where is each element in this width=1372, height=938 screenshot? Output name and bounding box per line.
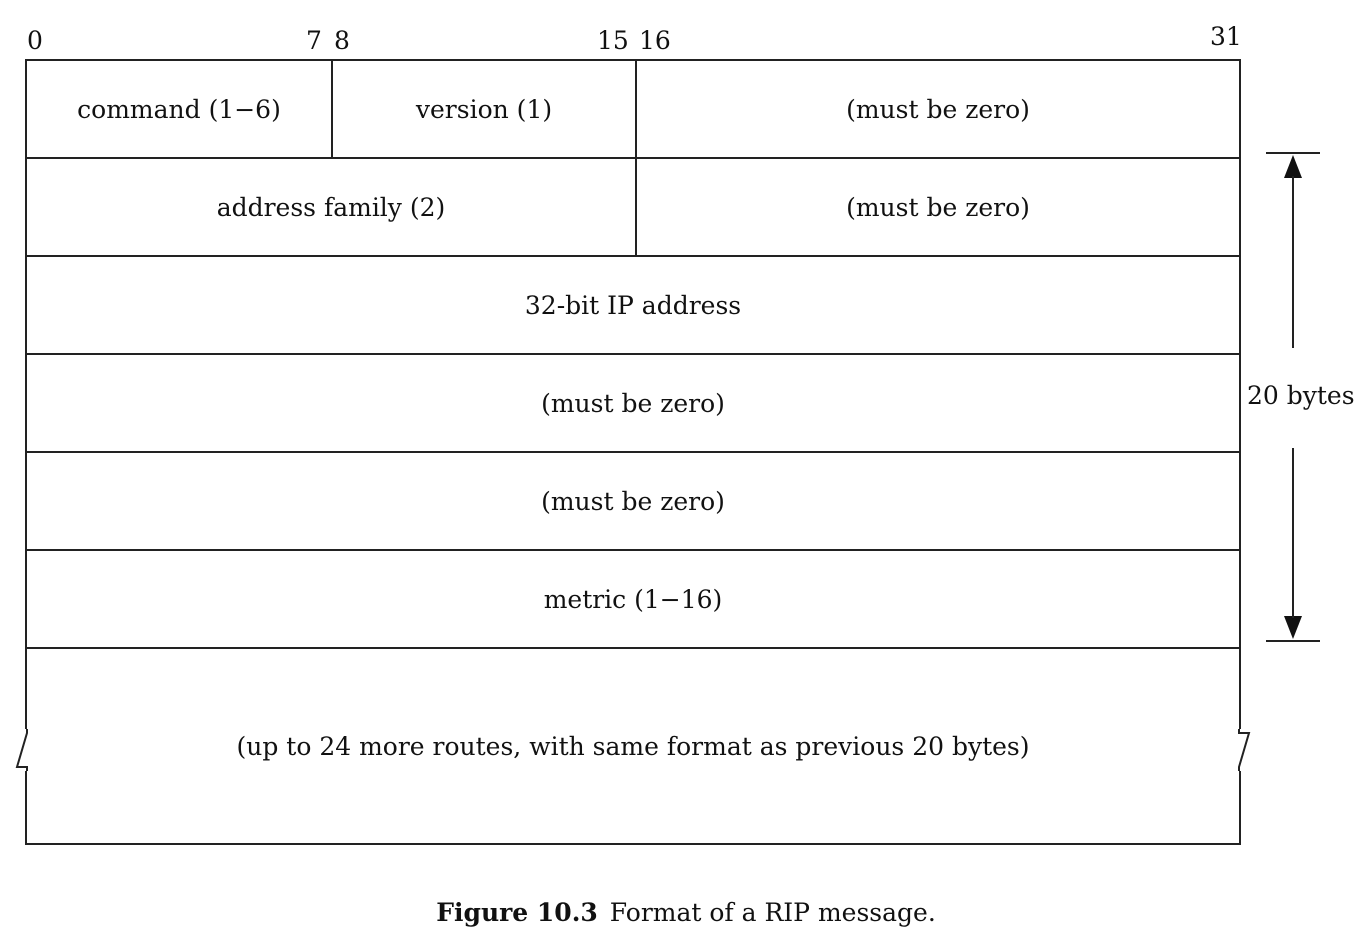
field-metric: metric (1−16) xyxy=(543,584,723,614)
field-version: version (1) xyxy=(331,61,635,157)
row-zero-a: (must be zero) xyxy=(25,353,1241,451)
dimension-arrow xyxy=(1266,152,1320,642)
field-ip-address: 32-bit IP address xyxy=(524,290,742,320)
row-header: command (1−6) version (1) (must be zero) xyxy=(25,59,1241,157)
row-metric: metric (1−16) xyxy=(25,549,1241,647)
row-ip-address: 32-bit IP address xyxy=(25,255,1241,353)
field-must-be-zero-2: (must be zero) xyxy=(635,159,1239,255)
row-zero-b: (must be zero) xyxy=(25,451,1241,549)
field-address-family: address family (2) xyxy=(216,192,446,222)
field-must-be-zero-3: (must be zero) xyxy=(541,388,725,418)
bit-label-15: 15 xyxy=(597,26,629,55)
break-mark-right xyxy=(1229,729,1251,771)
row-more-routes: (up to 24 more routes, with same format … xyxy=(15,647,1251,845)
figure-title: Format of a RIP message. xyxy=(609,898,936,927)
dimension-label: 20 bytes xyxy=(1247,381,1355,410)
figure-caption: Figure 10.3 Format of a RIP message. xyxy=(0,898,1372,927)
bit-label-16: 16 xyxy=(639,26,671,55)
rip-message-format: command (1−6) version (1) (must be zero)… xyxy=(15,59,1251,845)
field-command: command (1−6) xyxy=(77,94,281,124)
bit-label-31: 31 xyxy=(1210,22,1242,51)
bit-label-7: 7 xyxy=(306,26,322,55)
figure-number: Figure 10.3 xyxy=(436,898,598,927)
break-mark-left xyxy=(15,729,37,771)
field-more-routes: (up to 24 more routes, with same format … xyxy=(236,731,1030,761)
bit-label-0: 0 xyxy=(27,26,43,55)
bit-label-8: 8 xyxy=(334,26,350,55)
field-must-be-zero-4: (must be zero) xyxy=(541,486,725,516)
field-must-be-zero-1: (must be zero) xyxy=(635,61,1239,157)
row-address-family: address family (2) (must be zero) xyxy=(25,157,1241,255)
